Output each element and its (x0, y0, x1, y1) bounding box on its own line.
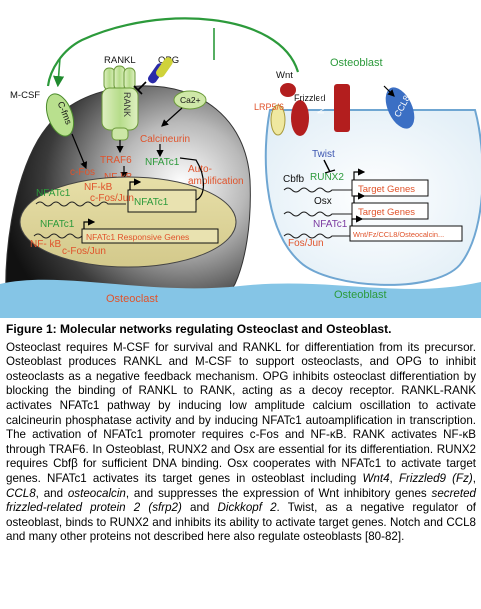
twist-inhibition (323, 159, 336, 174)
nfatc1-box-label: NFATc1 (134, 197, 169, 208)
osx-label: Osx (314, 196, 332, 207)
notch-label: Notch (316, 90, 326, 114)
target-genes-box-2 (351, 202, 429, 220)
auto-amplification-label: Auto- amplification (188, 164, 244, 187)
bone-surface (0, 279, 481, 318)
mcsf-label: M-CSF (10, 90, 40, 101)
nfatc1-cyto-label: NFATc1 (145, 157, 180, 168)
caption-body-part3: . Twist, as a negative regulator of oste… (6, 501, 476, 544)
cfms-receptor (45, 93, 75, 137)
promoter-arrow-2 (83, 218, 96, 229)
caption-body-part2: , and suppresses the expression of Wnt i… (125, 486, 432, 500)
responsive-genes-box (81, 228, 219, 244)
osteoblast-bottom-title: Osteoblast (334, 289, 387, 301)
caption-ccl8: CCL8 (6, 486, 36, 500)
opg-decoy (147, 57, 173, 84)
wnt-genes-label: Wnt/Fz/CCL8/Osteocalcin... (353, 230, 444, 239)
target-genes-1-label: Target Genes (358, 184, 415, 195)
fos-jun-ob-label: Fos/Jun (288, 238, 324, 249)
caption-body: Osteoclast requires M-CSF for survival a… (6, 341, 476, 545)
ob-dna-2 (283, 211, 352, 217)
mcsf-support-arrow (53, 57, 65, 88)
caption-sep4: and (181, 501, 218, 515)
caption-sep2: , (472, 471, 476, 485)
wnt-genes-box (349, 225, 463, 242)
osteoclast-title: Osteoclast (106, 293, 158, 305)
notch-receptor (334, 84, 350, 132)
cbfb-label: Cbfb (283, 174, 305, 185)
cfos-jun-nuc2-label: c-Fos/Jun (62, 246, 106, 257)
opg-inhibition (133, 81, 147, 95)
wnt-ligand (280, 83, 296, 97)
feedback-arc (46, 17, 300, 87)
cfos-jun-nuc-label: c-Fos/Jun (90, 193, 134, 204)
osteoblast-top-title: Osteoblast (330, 57, 383, 69)
osteoblast-cell (264, 109, 481, 286)
ob-dna-3 (283, 233, 350, 239)
caption-frizzled9: Frizzled9 (Fz) (398, 471, 473, 485)
ca2-label: Ca2+ (180, 95, 201, 105)
caption-osteocalcin: osteocalcin (67, 486, 126, 500)
runx2-label: RUNX2 (310, 172, 344, 183)
ca2-channel (173, 90, 207, 110)
lrp56-receptor (270, 104, 286, 136)
nfatc1-ob-label: NFATc1 (313, 219, 348, 230)
caption-dkk2: Dickkopf 2 (217, 501, 277, 515)
responsive-genes-label: NFATc1 Responsive Genes (86, 232, 189, 242)
ccl8-ligand (385, 87, 415, 129)
ob-dna-1 (283, 187, 352, 193)
nfatc1-promoter-box (127, 189, 197, 213)
caption-sfrp2: secreted frizzled-related protein 2 (sfr… (6, 486, 476, 515)
diagram-canvas: M-CSF C-fms RANKL RANK OPG Ca2+ TRAF6 Ca… (0, 17, 481, 318)
promoter-arrow-1 (129, 178, 142, 190)
caption-title: Figure 1: Molecular networks regulating … (6, 322, 392, 336)
frizzled-receptor (291, 100, 309, 136)
twist-label: Twist (312, 149, 335, 160)
auto-amp-line2: amplification (188, 176, 244, 187)
target-genes-2-label: Target Genes (358, 207, 415, 218)
ob-promoter-arrow-1 (353, 168, 366, 180)
calcineurin-label: Calcineurin (140, 134, 190, 145)
ob-promoter-arrow-2 (353, 192, 366, 203)
caption-wnt4: Wnt4 (362, 471, 390, 485)
nfkb-nuc-label: NF-kB (84, 182, 113, 193)
target-genes-box-1 (351, 179, 429, 197)
osteoclast-osteoblast-diagram: M-CSF C-fms RANKL RANK OPG Ca2+ TRAF6 Ca… (0, 17, 481, 318)
nfkb-nuc2-label: NF- kB (30, 239, 61, 250)
cfms-cfos-arrow (71, 133, 88, 170)
rank-label: RANK (122, 92, 132, 117)
wnt-label: Wnt (276, 70, 293, 81)
ob-promoter-arrow-3 (351, 215, 364, 226)
rank-receptor (101, 87, 139, 141)
rankl-label: RANKL (104, 55, 136, 66)
caption-body-part1: Osteoclast requires M-CSF for survival a… (6, 340, 476, 485)
auto-amp-arrow (179, 157, 205, 201)
nfatc1-nuc2-label: NFATc1 (40, 219, 75, 230)
caption-sep3: , and (35, 486, 68, 500)
auto-amp-line1: Auto- (188, 164, 212, 175)
caption-sep1: , (389, 471, 399, 485)
frizzled-label: Frizzled (294, 93, 326, 103)
nfatc1-nuc-label: NFATc1 (36, 188, 71, 199)
ca2-calcineurin-arrow (161, 107, 183, 127)
dna-strand-1 (35, 201, 126, 207)
traf6-label: TRAF6 (100, 155, 132, 166)
rankl-ligand (103, 65, 136, 91)
cfos-cyto-label: c-Fos (70, 167, 95, 178)
ccl8-arrow (383, 85, 395, 97)
figure-caption: Figure 1: Molecular networks regulating … (6, 322, 476, 545)
lrp56-label: LRP5/6 (254, 102, 284, 112)
